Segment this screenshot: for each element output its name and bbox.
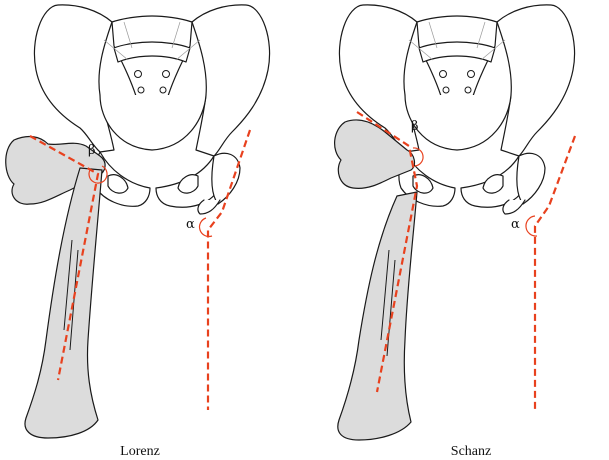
right-ischium (503, 200, 525, 214)
right-ischium (198, 200, 220, 214)
right-iliac-wing (192, 5, 270, 156)
left-obturator (108, 175, 128, 193)
panel-schanz: β α Schanz (305, 0, 609, 460)
right-obturator (178, 175, 198, 193)
beta-label: β (411, 119, 419, 134)
femur (335, 120, 417, 440)
alpha-label: α (186, 217, 195, 232)
diagram-schanz: β α Schanz (305, 0, 609, 460)
left-iliac-wing (34, 5, 114, 152)
panel-lorenz: β α Lorenz (0, 0, 304, 460)
right-acetabulum (517, 153, 545, 204)
beta-label: β (88, 143, 96, 158)
right-iliac-wing (497, 5, 575, 156)
alpha-label: α (511, 217, 520, 232)
femur (6, 137, 105, 438)
panel-caption: Lorenz (120, 444, 160, 459)
panel-caption: Schanz (451, 444, 491, 459)
pelvic-inlet (405, 95, 511, 150)
right-acetabulum (212, 153, 240, 204)
pelvic-inlet (100, 95, 206, 150)
diagram-lorenz: β α Lorenz (0, 0, 304, 460)
femur-shaft (338, 192, 417, 440)
right-obturator (483, 175, 503, 193)
